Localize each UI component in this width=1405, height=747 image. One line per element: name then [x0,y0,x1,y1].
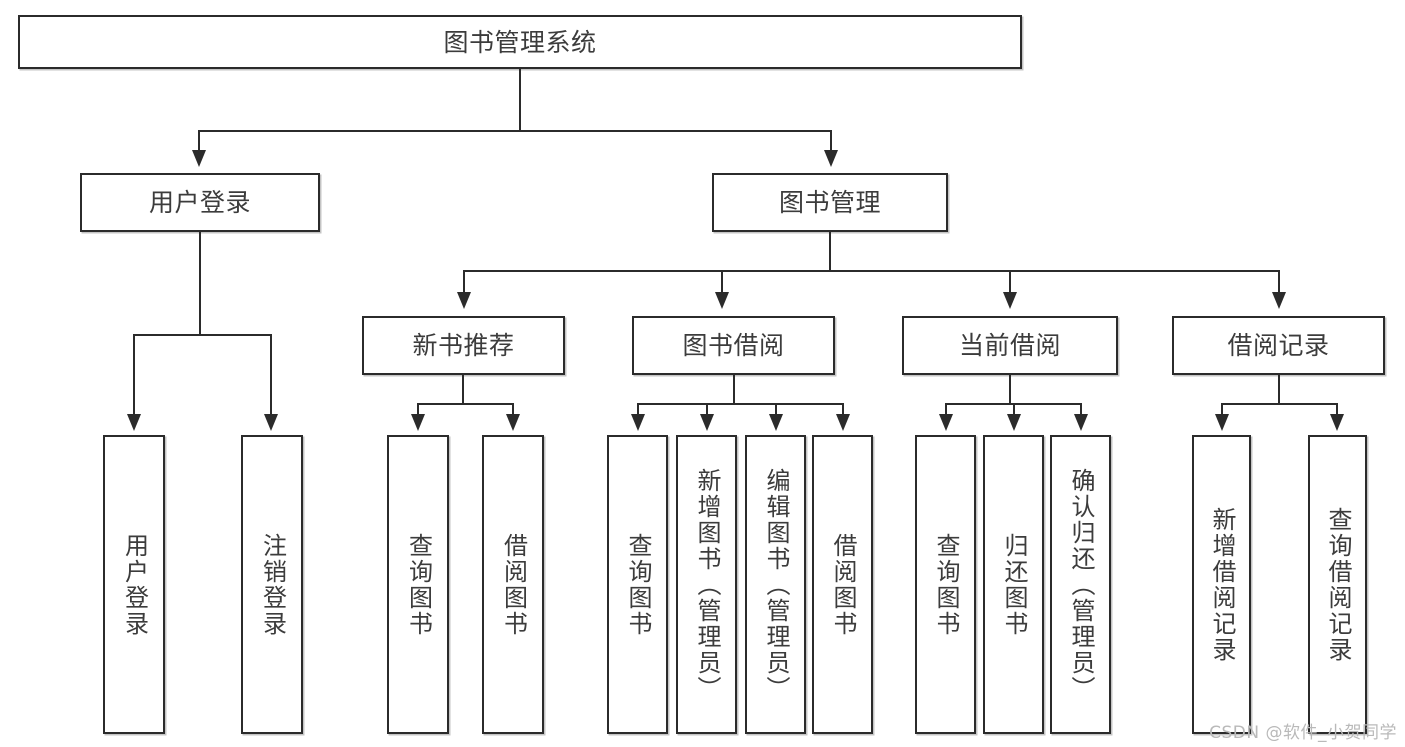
arrow-to-book-management [824,150,838,167]
node-root-library-system[interactable]: 图书管理系统 [18,15,1022,69]
leaf-borrow-add-book[interactable]: 新增图书（管理员） [676,435,737,734]
leaf-new-book-query-book[interactable]: 查询图书 [387,435,449,734]
node-label: 借阅图书 [499,532,528,637]
arrow-to-leaf-add-record [1215,414,1229,431]
leaf-borrow-borrow-book[interactable]: 借阅图书 [812,435,873,734]
connector-level2-drop-2 [830,130,832,154]
connector-level3-bus [463,270,1280,272]
node-label: 查询图书 [404,532,433,637]
leaf-record-add-record[interactable]: 新增借阅记录 [1192,435,1251,734]
connector-book-borrow-drop-3 [775,403,777,417]
arrow-to-leaf-query-book-3 [939,414,953,431]
connector-current-borrow-drop-1 [945,403,947,417]
connector-borrow-record-stem [1278,375,1280,404]
arrow-to-leaf-borrow-book-1 [506,414,520,431]
connector-level3-drop-2 [721,270,723,295]
node-label: 图书管理系统 [443,27,597,57]
connector-borrow-record-bus [1221,403,1338,405]
node-new-book-recommend[interactable]: 新书推荐 [362,316,565,375]
connector-borrow-record-drop-2 [1336,403,1338,417]
arrow-to-leaf-borrow-book-2 [836,414,850,431]
connector-root-stem [519,69,521,131]
node-label: 当前借阅 [958,331,1061,360]
node-label: 用户登录 [120,532,149,637]
connector-new-book-drop-2 [512,403,514,417]
node-borrow-record[interactable]: 借阅记录 [1172,316,1385,375]
connector-book-borrow-stem [733,375,735,404]
node-label: 借阅记录 [1227,331,1330,360]
connector-new-book-drop-1 [417,403,419,417]
connector-current-borrow-drop-3 [1080,403,1082,417]
connector-user-login-stem [199,232,201,335]
arrow-to-book-borrow [715,292,729,309]
leaf-borrow-query-book[interactable]: 查询图书 [607,435,668,734]
leaf-new-book-borrow-book[interactable]: 借阅图书 [482,435,544,734]
arrow-to-borrow-record [1272,292,1286,309]
arrow-to-leaf-confirm-return [1074,414,1088,431]
connector-new-book-bus [417,403,514,405]
connector-book-borrow-drop-1 [637,403,639,417]
node-label: 查询图书 [623,532,652,637]
node-label: 图书管理 [778,188,881,217]
arrow-to-leaf-edit-book [769,414,783,431]
node-label: 归还图书 [999,532,1028,637]
node-label: 新书推荐 [412,331,515,360]
node-user-login[interactable]: 用户登录 [80,173,320,232]
node-label: 查询借阅记录 [1323,506,1352,663]
connector-book-borrow-drop-2 [706,403,708,417]
leaf-borrow-edit-book[interactable]: 编辑图书（管理员） [745,435,806,734]
node-label: 新增图书（管理员） [692,467,721,702]
arrow-to-new-book [457,292,471,309]
connector-level2-bus [198,130,832,132]
arrow-to-current-borrow [1003,292,1017,309]
connector-user-login-bus [133,334,272,336]
arrow-to-leaf-logout [264,414,278,431]
leaf-logout[interactable]: 注销登录 [241,435,303,734]
leaf-record-query-record[interactable]: 查询借阅记录 [1308,435,1367,734]
node-book-management[interactable]: 图书管理 [712,173,948,232]
arrow-to-leaf-query-book-2 [631,414,645,431]
connector-borrow-record-drop-1 [1221,403,1223,417]
node-label: 查询图书 [931,532,960,637]
connector-current-borrow-drop-2 [1013,403,1015,417]
connector-book-management-stem [829,232,831,271]
arrow-to-leaf-query-book-1 [411,414,425,431]
connector-book-borrow-bus [637,403,843,405]
leaf-current-confirm-return[interactable]: 确认归还（管理员） [1050,435,1111,734]
node-label: 新增借阅记录 [1207,506,1236,663]
arrow-to-leaf-add-book [700,414,714,431]
node-label: 确认归还（管理员） [1066,467,1095,702]
connector-new-book-stem [462,375,464,404]
connector-level3-drop-1 [463,270,465,295]
node-label: 图书借阅 [682,331,785,360]
leaf-current-query-book[interactable]: 查询图书 [915,435,976,734]
node-current-borrow[interactable]: 当前借阅 [902,316,1118,375]
node-label: 用户登录 [148,188,251,217]
node-label: 借阅图书 [828,532,857,637]
arrow-to-leaf-return-book [1007,414,1021,431]
connector-current-borrow-stem [1009,375,1011,404]
node-label: 注销登录 [258,532,287,637]
connector-user-login-drop-2 [270,334,272,417]
leaf-user-login[interactable]: 用户登录 [103,435,165,734]
connector-level3-drop-3 [1009,270,1011,295]
arrow-to-leaf-user-login [127,414,141,431]
connector-book-borrow-drop-4 [842,403,844,417]
arrow-to-leaf-query-record [1330,414,1344,431]
connector-level3-drop-4 [1278,270,1280,295]
node-label: 编辑图书（管理员） [761,467,790,702]
connector-user-login-drop-1 [133,334,135,417]
node-book-borrow[interactable]: 图书借阅 [632,316,835,375]
connector-level2-drop-1 [198,130,200,154]
arrow-to-user-login [192,150,206,167]
csdn-watermark: CSDN @软件_小贺同学 [1209,723,1397,743]
leaf-current-return-book[interactable]: 归还图书 [983,435,1044,734]
